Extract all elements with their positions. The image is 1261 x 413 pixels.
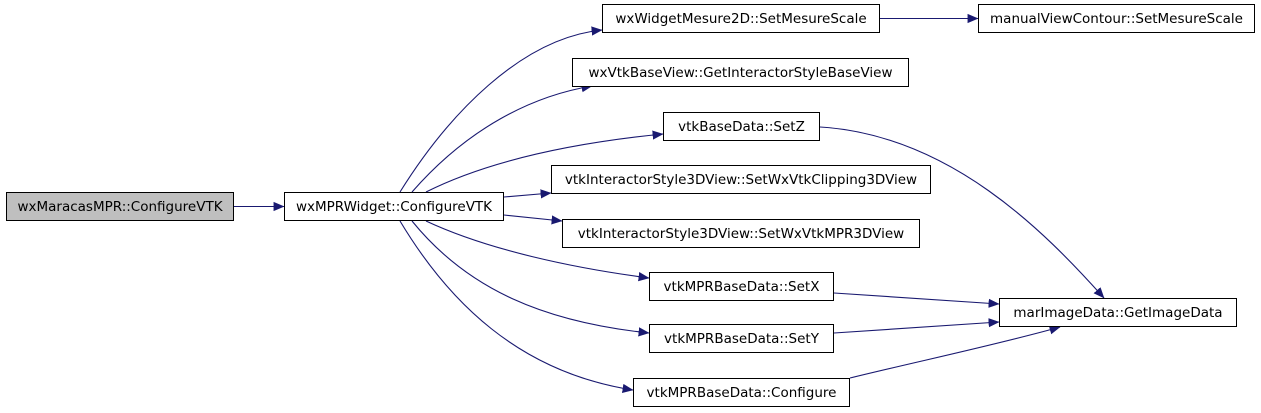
edge-n1-to-n5 [425,130,664,193]
edge-n1-to-n11 [399,220,634,393]
node-label: vtkMPRBaseData::SetX [663,278,820,295]
edge-n1-to-n8 [425,220,650,282]
node-wxvtkbaseview-getinteractorstylebaseview[interactable]: wxVtkBaseView::GetInteractorStyleBaseVie… [572,58,909,87]
node-wxwidgetmesure2d-setmesurescale[interactable]: wxWidgetMesure2D::SetMesureScale [602,4,880,33]
node-manualviewcontour-setmesurescale[interactable]: manualViewContour::SetMesureScale [978,4,1255,33]
node-label: vtkBaseData::SetZ [678,118,805,135]
node-label: wxVtkBaseView::GetInteractorStyleBaseVie… [588,64,893,81]
node-label: wxMaracasMPR::ConfigureVTK [17,198,223,215]
node-label: manualViewContour::SetMesureScale [990,10,1243,27]
node-label: vtkInteractorStyle3DView::SetWxVtkClippi… [564,171,918,188]
node-vtkinteractorstyle3dview-setwxvtkmpr3dview[interactable]: vtkInteractorStyle3DView::SetWxVtkMPR3DV… [562,219,920,248]
node-vtkmprbasedata-sety[interactable]: vtkMPRBaseData::SetY [649,324,834,353]
node-label: wxWidgetMesure2D::SetMesureScale [615,10,867,27]
edge-n1-to-n6 [503,189,552,199]
edge-n1-to-n7 [503,214,563,225]
edge-n8-to-n9 [833,292,1000,308]
node-label: vtkMPRBaseData::SetY [664,330,819,347]
node-vtkbasedata-setz[interactable]: vtkBaseData::SetZ [663,112,820,141]
edge-n10-to-n9 [833,318,1000,334]
edge-n1-to-n10 [411,220,650,337]
edge-n5-to-n9 [819,126,1105,299]
node-wxmaracasmpr-configurevtk: wxMaracasMPR::ConfigureVTK [6,192,234,221]
node-vtkinteractorstyle3dview-setwxvtkclipping3dview[interactable]: vtkInteractorStyle3DView::SetWxVtkClippi… [551,165,931,194]
node-vtkmprbasedata-configure[interactable]: vtkMPRBaseData::Configure [633,378,850,407]
edge-n1-to-n4 [411,83,593,193]
edge-n1-to-n2 [399,26,603,193]
node-wxmprwidget-configurevtk[interactable]: wxMPRWidget::ConfigureVTK [284,192,504,221]
edge-n11-to-n9 [849,325,1061,379]
node-vtkmprbasedata-setx[interactable]: vtkMPRBaseData::SetX [649,272,834,301]
node-label: marImageData::GetImageData [1013,304,1223,321]
node-marimagedata-getimagedata[interactable]: marImageData::GetImageData [999,298,1237,327]
node-label: vtkMPRBaseData::Configure [646,384,837,401]
node-label: vtkInteractorStyle3DView::SetWxVtkMPR3DV… [577,225,905,242]
node-label: wxMPRWidget::ConfigureVTK [295,198,493,215]
